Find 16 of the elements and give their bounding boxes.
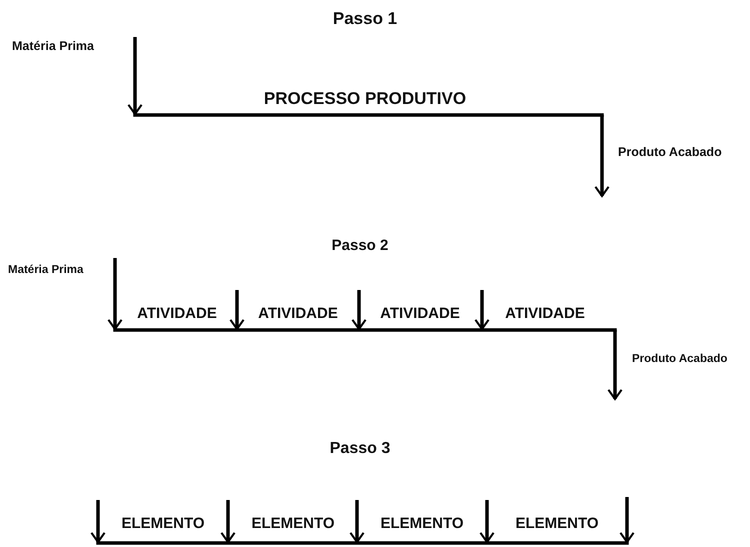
output-label: Produto Acabado (618, 146, 722, 160)
input-label: Matéria Prima (8, 264, 84, 277)
step-title: Passo 3 (330, 440, 390, 458)
step-title: Passo 2 (332, 238, 388, 254)
activity-label: ATIVIDADE (380, 306, 460, 322)
step-title: Passo 1 (332, 10, 398, 29)
output-label: Produto Acabado (632, 353, 728, 366)
process-label: PROCESSO PRODUTIVO (264, 90, 466, 109)
activity-label: ATIVIDADE (258, 306, 338, 322)
element-label: ELEMENTO (380, 516, 464, 532)
element-label: ELEMENTO (251, 516, 335, 532)
activity-label: ATIVIDADE (137, 306, 217, 322)
element-label: ELEMENTO (121, 516, 205, 532)
activity-label: ATIVIDADE (505, 306, 585, 322)
element-label: ELEMENTO (515, 516, 599, 532)
input-label: Matéria Prima (12, 40, 94, 54)
